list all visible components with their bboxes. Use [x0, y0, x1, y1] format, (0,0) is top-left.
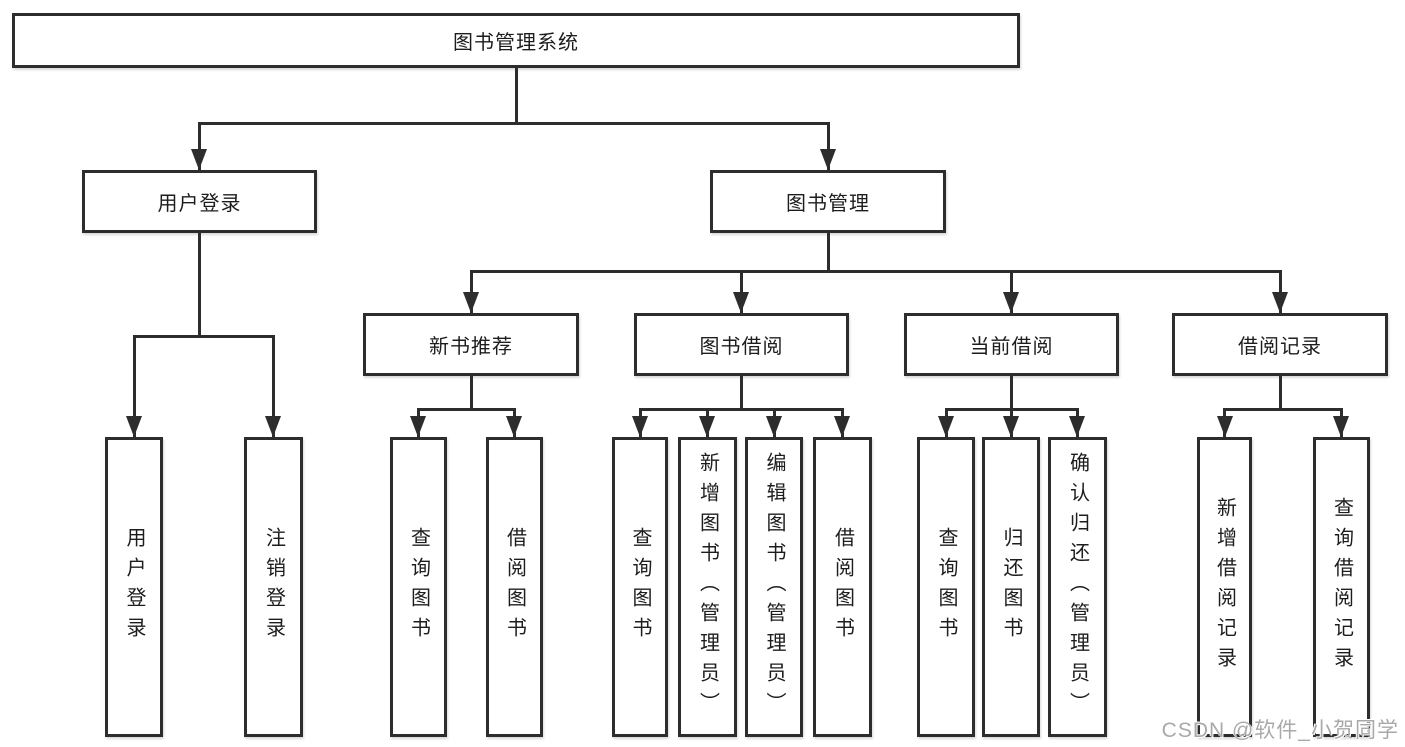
- connector-to-user-login: [198, 122, 201, 170]
- arrowhead-down-icon: [506, 416, 522, 437]
- node-root-label: 图书管理系统: [453, 32, 579, 54]
- node-current-borrow: 当前借阅: [904, 313, 1119, 376]
- arrowhead-down-icon: [632, 416, 648, 437]
- leaf-logout-label: 注销登录: [262, 527, 285, 647]
- arrowhead-down-icon: [191, 149, 207, 170]
- leaf-add-borrow-record-label: 新增借阅记录: [1213, 497, 1236, 677]
- connector-g2-bus: [639, 408, 844, 411]
- csdn-watermark: CSDN @软件_小贺同学: [1161, 719, 1399, 742]
- connector-to-current-borrow: [1010, 270, 1013, 313]
- leaf-query-book-borrow: 查询图书: [612, 437, 668, 737]
- leaf-edit-book-admin: 编辑图书（管理员）: [745, 437, 803, 737]
- leaf-query-book-recommend-label: 查询图书: [407, 527, 430, 647]
- connector-g1-bus: [417, 408, 516, 411]
- leaf-query-book-current: 查询图书: [917, 437, 975, 737]
- arrowhead-down-icon: [1333, 416, 1349, 437]
- leaf-query-borrow-record: 查询借阅记录: [1313, 437, 1370, 737]
- connector-root-bus: [198, 122, 829, 125]
- arrowhead-down-icon: [938, 416, 954, 437]
- arrowhead-down-icon: [1003, 292, 1019, 313]
- arrowhead-down-icon: [1003, 416, 1019, 437]
- node-root: 图书管理系统: [12, 13, 1020, 68]
- leaf-return-book: 归还图书: [982, 437, 1040, 737]
- arrowhead-down-icon: [410, 416, 426, 437]
- leaf-add-book-admin: 新增图书（管理员）: [678, 437, 737, 737]
- connector-book-bus: [470, 270, 1281, 273]
- leaf-query-borrow-record-label: 查询借阅记录: [1330, 497, 1353, 677]
- leaf-add-borrow-record: 新增借阅记录: [1197, 437, 1252, 737]
- arrowhead-down-icon: [1069, 416, 1085, 437]
- leaf-query-book-recommend: 查询图书: [390, 437, 447, 737]
- arrowhead-down-icon: [463, 292, 479, 313]
- leaf-borrow-book-recommend: 借阅图书: [486, 437, 543, 737]
- leaf-add-book-admin-label: 新增图书（管理员）: [696, 452, 719, 722]
- leaf-confirm-return-admin: 确认归还（管理员）: [1048, 437, 1107, 737]
- leaf-user-login: 用户登录: [105, 437, 163, 737]
- connector-to-book-management: [827, 122, 830, 170]
- leaf-borrow-book: 借阅图书: [813, 437, 872, 737]
- connector-g4-bus: [1223, 408, 1343, 411]
- node-current-borrow-label: 当前借阅: [969, 336, 1054, 358]
- connector-g3-stem: [1010, 376, 1013, 408]
- connector-to-leaf-logout: [272, 335, 275, 437]
- arrowhead-down-icon: [126, 416, 142, 437]
- leaf-logout: 注销登录: [244, 437, 303, 737]
- leaf-borrow-book-label: 借阅图书: [831, 527, 854, 647]
- connector-to-book-borrow: [740, 270, 743, 313]
- connector-g2-stem: [740, 376, 743, 408]
- connector-root-stem: [515, 68, 518, 122]
- arrowhead-down-icon: [265, 416, 281, 437]
- connector-user-stem: [198, 233, 201, 335]
- leaf-user-login-label: 用户登录: [123, 527, 145, 647]
- node-book-borrow: 图书借阅: [634, 313, 849, 376]
- node-book-management: 图书管理: [710, 170, 946, 233]
- node-new-book-recommend-label: 新书推荐: [429, 336, 513, 358]
- node-borrow-records-label: 借阅记录: [1238, 336, 1322, 358]
- arrowhead-down-icon: [733, 292, 749, 313]
- leaf-return-book-label: 归还图书: [1000, 527, 1022, 647]
- arrowhead-down-icon: [1272, 292, 1288, 313]
- node-new-book-recommend: 新书推荐: [363, 313, 579, 376]
- node-book-borrow-label: 图书借阅: [699, 336, 784, 358]
- node-user-login-branch-label: 用户登录: [157, 193, 242, 215]
- arrowhead-down-icon: [1217, 416, 1233, 437]
- connector-to-new-book-recommend: [470, 270, 473, 313]
- connector-to-borrow-records: [1279, 270, 1282, 313]
- node-user-login-branch: 用户登录: [82, 170, 317, 233]
- arrowhead-down-icon: [766, 416, 782, 437]
- connector-book-stem: [827, 233, 830, 270]
- leaf-edit-book-admin-label: 编辑图书（管理员）: [763, 452, 785, 722]
- connector-to-leaf-user-login: [133, 335, 136, 437]
- node-borrow-records: 借阅记录: [1172, 313, 1388, 376]
- connector-user-bus: [133, 335, 274, 338]
- arrowhead-down-icon: [699, 416, 715, 437]
- connector-g1-stem: [470, 376, 473, 408]
- leaf-query-book-borrow-label: 查询图书: [629, 527, 651, 647]
- arrowhead-down-icon: [820, 149, 836, 170]
- node-book-management-label: 图书管理: [786, 193, 870, 215]
- leaf-query-book-current-label: 查询图书: [935, 527, 957, 647]
- arrowhead-down-icon: [834, 416, 850, 437]
- connector-g4-stem: [1279, 376, 1282, 408]
- leaf-borrow-book-recommend-label: 借阅图书: [503, 527, 526, 647]
- leaf-confirm-return-admin-label: 确认归还（管理员）: [1066, 452, 1089, 722]
